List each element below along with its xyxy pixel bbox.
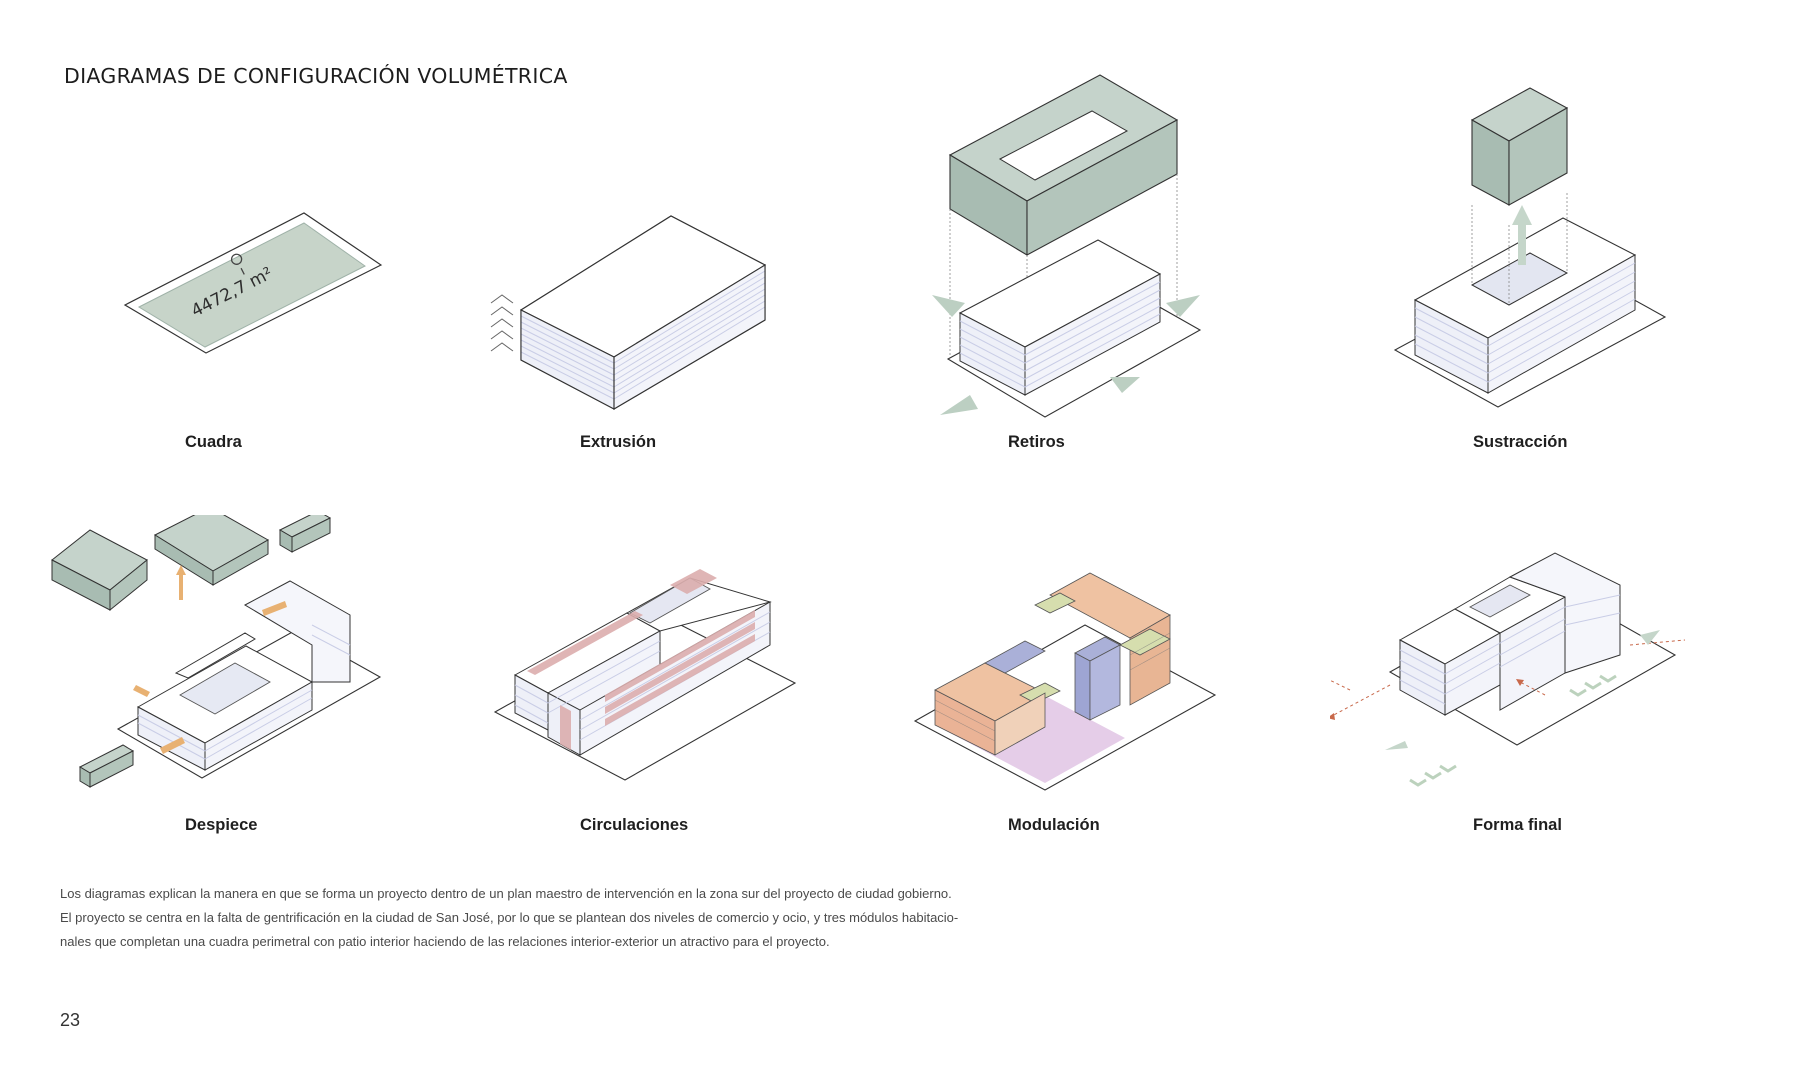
diagram-circulaciones (485, 545, 905, 965)
location-pin-icon (231, 253, 245, 275)
diagram-cuadra: 4472,7 m² (25, 85, 445, 505)
page-title: DIAGRAMAS DE CONFIGURACIÓN VOLUMÉTRICA (64, 64, 568, 88)
label-extrusion: Extrusión (580, 433, 657, 451)
label-circulaciones: Circulaciones (580, 816, 689, 834)
label-sustraccion: Sustracción (1473, 433, 1568, 451)
diagram-modulacion (905, 545, 1325, 965)
diagram-sustraccion (1290, 55, 1710, 475)
label-modulacion: Modulación (1008, 816, 1100, 834)
diagram-extrusion (435, 85, 855, 505)
chevron-up-icon (490, 294, 514, 352)
diagram-despiece (50, 515, 470, 935)
diagram-retiros (840, 55, 1260, 475)
diagram-forma-final (1330, 545, 1750, 965)
description-line-3: nales que completan una cuadra perimetra… (60, 934, 830, 949)
label-retiros: Retiros (1008, 433, 1065, 451)
page-number: 23 (60, 1010, 81, 1030)
description: Los diagramas explican la manera en que … (60, 882, 1020, 954)
label-despiece: Despiece (185, 816, 258, 834)
label-cuadra: Cuadra (185, 433, 242, 451)
description-line-1: Los diagramas explican la manera en que … (60, 886, 952, 901)
label-forma-final: Forma final (1473, 816, 1562, 834)
description-line-2: El proyecto se centra en la falta de gen… (60, 910, 959, 925)
